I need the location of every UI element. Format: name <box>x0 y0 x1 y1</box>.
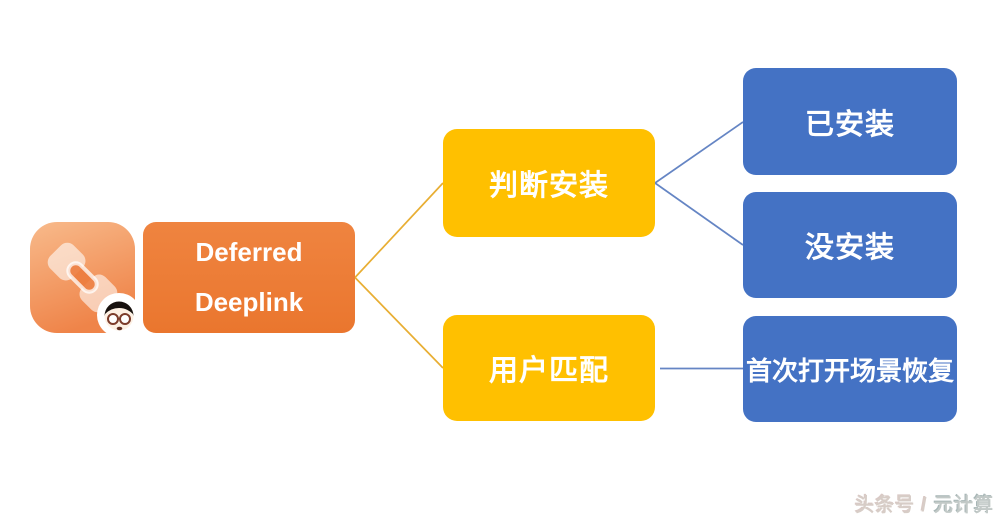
connector-branch1-to-leaf1 <box>654 121 744 184</box>
root-node-label-line2: Deeplink <box>194 286 304 317</box>
leaf-node-label: 没安装 <box>804 232 895 264</box>
connector-branch1-to-leaf2 <box>654 182 744 246</box>
leaf-node-installed: 已安装 <box>743 68 957 175</box>
chain-link-icon <box>30 222 141 337</box>
connector-root-to-branch2 <box>354 276 444 369</box>
branch-node-label: 判断安装 <box>488 170 609 202</box>
connector-root-to-branch1 <box>354 182 444 279</box>
root-node-deferred-deeplink: Deferred Deeplink <box>143 222 355 333</box>
watermark-source: 头条号 / <box>855 495 928 516</box>
leaf-node-first-open-scene-restore: 首次打开场景恢复 <box>743 316 957 422</box>
cartoon-face-icon <box>97 293 141 337</box>
watermark: 头条号 / 元计算 <box>855 490 994 517</box>
branch-node-user-match: 用户匹配 <box>443 315 655 421</box>
leaf-node-not-installed: 没安装 <box>743 192 957 298</box>
app-icon <box>30 222 150 344</box>
branch-node-install-check: 判断安装 <box>443 129 655 237</box>
leaf-node-label: 首次打开场景恢复 <box>745 355 954 386</box>
root-node-label-line1: Deferred <box>195 237 303 268</box>
watermark-name: 元计算 <box>933 495 994 516</box>
leaf-node-label: 已安装 <box>804 108 895 141</box>
branch-node-label: 用户匹配 <box>488 355 609 387</box>
